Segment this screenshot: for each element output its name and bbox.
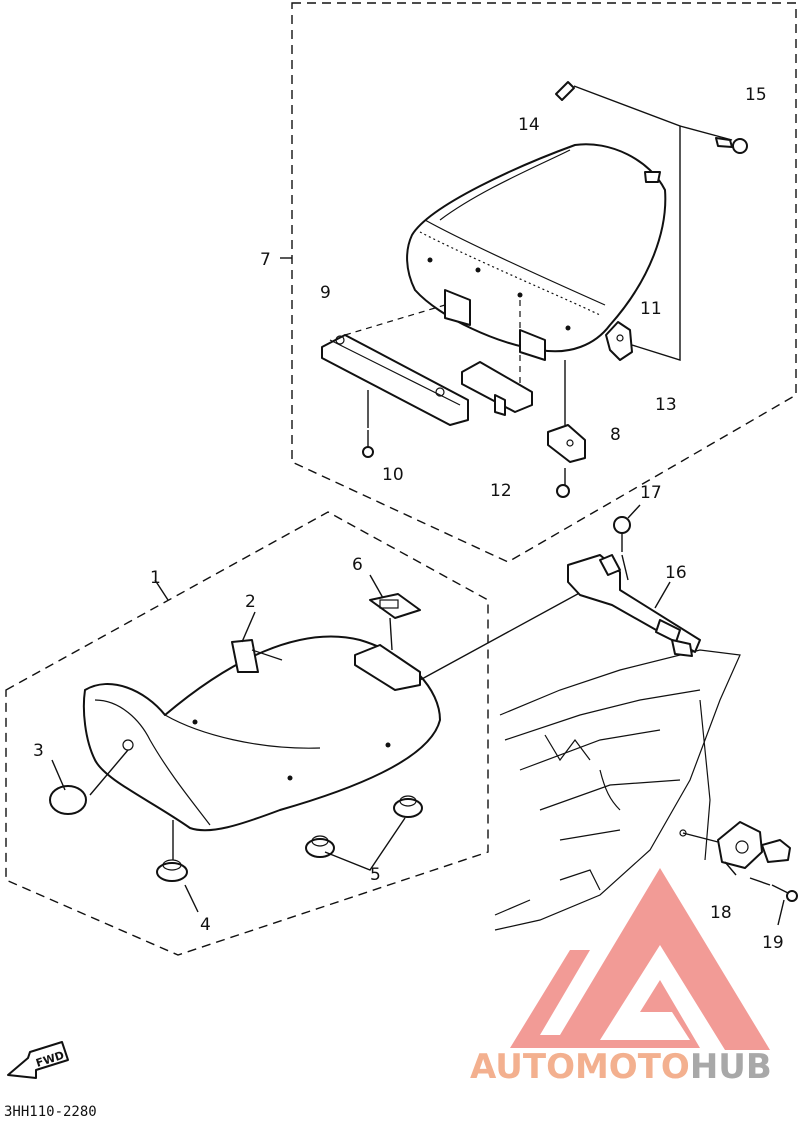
callout-1: 1 — [150, 568, 161, 588]
group-box-rear-seat — [291, 2, 797, 563]
group-box-main-seat — [5, 511, 489, 956]
callout-18: 18 — [710, 903, 732, 923]
callout-2: 2 — [245, 592, 256, 612]
callout-14: 14 — [518, 115, 540, 135]
frame-leaders — [621, 504, 785, 926]
callout-4: 4 — [200, 915, 211, 935]
seat-lock-16 — [567, 554, 701, 657]
callout-5: 5 — [370, 865, 381, 885]
callout-15: 15 — [745, 85, 767, 105]
bolt-12 — [556, 468, 570, 498]
callout-8: 8 — [610, 425, 621, 445]
seat-bracket-9 — [321, 334, 469, 426]
bolt-19 — [771, 884, 798, 902]
watermark-triangle-logo — [510, 868, 770, 1050]
callout-17: 17 — [640, 483, 662, 503]
automotohub-watermark: AUTOMOTOHUB — [470, 868, 772, 1087]
drawing-code: 3HH110-2280 — [4, 1104, 97, 1120]
callout-12: 12 — [490, 481, 512, 501]
bolt-10 — [362, 430, 374, 458]
callout-13: 13 — [655, 395, 677, 415]
lock-plate — [461, 361, 533, 416]
bolt-17 — [613, 516, 631, 552]
key-lock-18 — [717, 821, 791, 869]
callout-16: 16 — [665, 563, 687, 583]
bolt-14 — [555, 81, 575, 101]
bolt-15 — [715, 137, 748, 154]
hook-13 — [605, 321, 633, 361]
callout-7: 7 — [260, 250, 271, 270]
callout-9: 9 — [320, 283, 331, 303]
main-seat-assembly — [49, 593, 441, 882]
watermark-text-automoto: AUTOMOTO — [470, 1047, 690, 1087]
main-seat-leaders — [51, 574, 586, 913]
watermark-text-hub: HUB — [690, 1047, 772, 1087]
callout-19: 19 — [762, 933, 784, 953]
svg-text:AUTOMOTOHUB: AUTOMOTOHUB — [470, 1047, 772, 1087]
callout-10: 10 — [382, 465, 404, 485]
callout-6: 6 — [352, 555, 363, 575]
frame-section — [494, 649, 741, 931]
bracket-8 — [547, 424, 586, 463]
rear-seat-leaders — [280, 85, 733, 428]
callout-11: 11 — [640, 299, 662, 319]
callout-3: 3 — [33, 741, 44, 761]
fwd-arrow-icon: FWD — [7, 1041, 69, 1079]
